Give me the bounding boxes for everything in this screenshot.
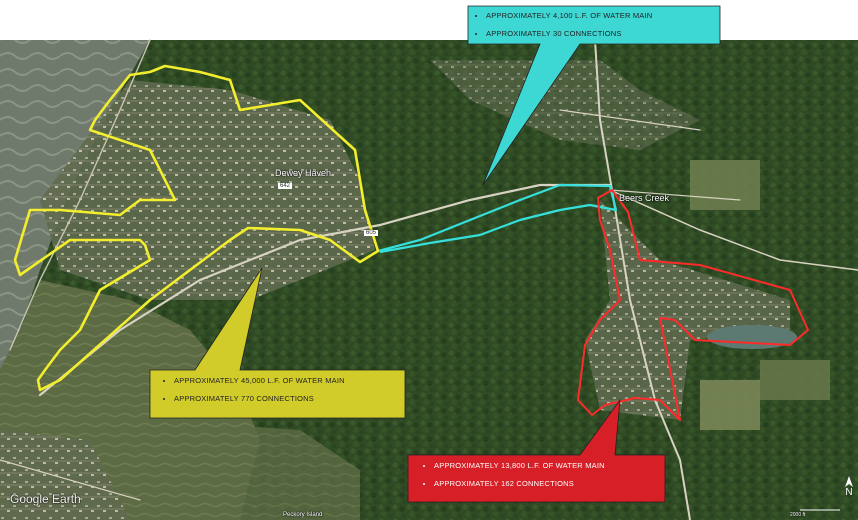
red-callout: APPROXIMATELY 13,800 L.F. OF WATER MAIN …: [420, 461, 658, 488]
google-earth-watermark: Google Earth: [10, 492, 81, 506]
north-label: N: [845, 487, 853, 498]
cyan-water-main-text: APPROXIMATELY 4,100 L.F. OF WATER MAIN: [486, 11, 712, 20]
red-water-main-text: APPROXIMATELY 13,800 L.F. OF WATER MAIN: [434, 461, 658, 470]
cyan-callout: APPROXIMATELY 4,100 L.F. OF WATER MAIN A…: [472, 11, 712, 38]
red-callout-box: [407, 398, 666, 503]
island-label: Peckory Island: [283, 512, 323, 518]
scale-bar-label: 2000 ft: [790, 512, 806, 518]
yellow-callout: APPROXIMATELY 45,000 L.F. OF WATER MAIN …: [160, 376, 396, 403]
cyan-connections-text: APPROXIMATELY 30 CONNECTIONS: [486, 29, 712, 38]
yellow-callout-box: [149, 267, 406, 419]
route-shield-town: 642: [278, 183, 293, 189]
red-connections-text: APPROXIMATELY 162 CONNECTIONS: [434, 479, 658, 488]
cyan-callout-box: [467, 5, 721, 186]
north-arrow-icon: N: [843, 478, 855, 498]
route-shield-a: 605: [364, 230, 379, 236]
town-label: Dewey Haven: [275, 168, 332, 178]
creek-town-label: Beers Creek: [619, 193, 670, 203]
yellow-water-main-text: APPROXIMATELY 45,000 L.F. OF WATER MAIN: [174, 376, 396, 385]
yellow-connections-text: APPROXIMATELY 770 CONNECTIONS: [174, 394, 396, 403]
